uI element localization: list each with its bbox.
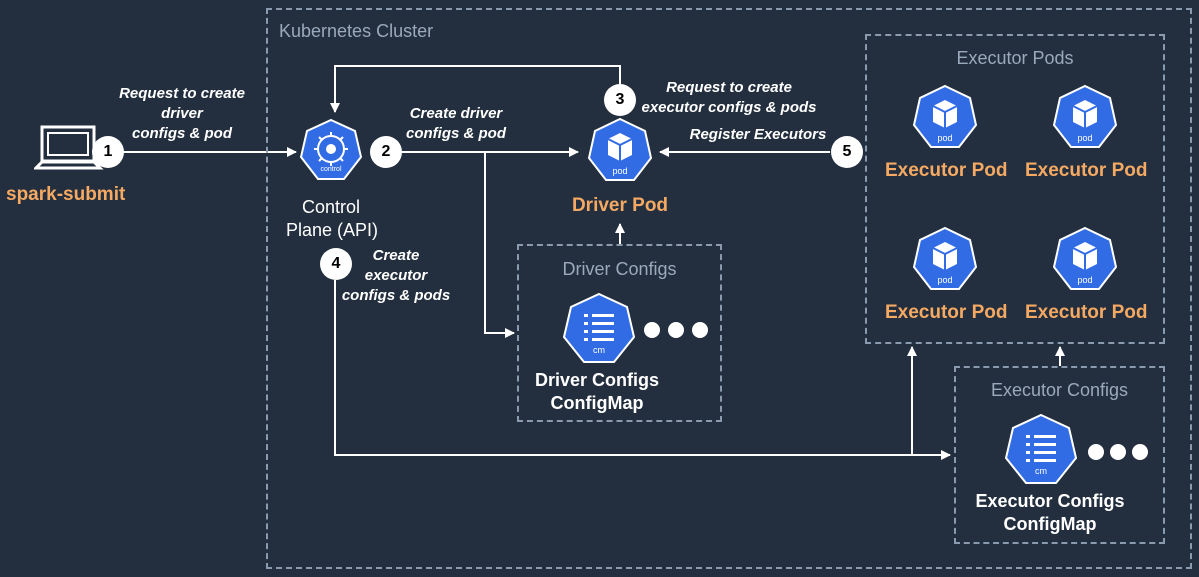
executor-pod-icon-text: pod xyxy=(1077,133,1092,143)
executor-configs-title: Executor Configs xyxy=(990,380,1129,400)
driver-pod-icon-text: pod xyxy=(612,166,627,176)
step-2-label-line2: configs & pod xyxy=(406,125,506,142)
executor-pod-label: Executor Pod xyxy=(1025,302,1148,323)
step-1-label: Request to create driver configs & pod xyxy=(112,84,252,144)
executor-pod-label: Executor Pod xyxy=(885,160,1008,181)
control-plane-label-line1: Control xyxy=(301,197,361,217)
executor-pod-icon-text: pod xyxy=(1077,275,1092,285)
driver-pod-icon: pod xyxy=(587,117,653,181)
executor-pod-label: Executor Pod xyxy=(885,302,1008,323)
step-badge-4: 4 xyxy=(320,248,352,280)
step-4-label: Create executor configs & pods xyxy=(340,246,452,306)
step-1-label-line3: configs & pod xyxy=(132,125,232,142)
executor-configs-box xyxy=(954,366,1165,544)
step-3-label-line1: Request to create xyxy=(666,79,792,96)
step-4-label-line3: configs & pods xyxy=(341,287,451,304)
executor-pods-box xyxy=(865,34,1165,344)
step-5-label-line1: Register Executors xyxy=(689,126,827,143)
step-badge-3: 3 xyxy=(604,84,636,116)
executor-pod-icon: pod xyxy=(912,84,978,148)
executor-pod-item: pod Executor Pod xyxy=(885,226,1007,326)
step-badge-1: 1 xyxy=(92,136,124,168)
executor-pod-item: pod Executor Pod xyxy=(1025,226,1147,326)
step-3-label: Request to create executor configs & pod… xyxy=(634,78,824,118)
step-badge-5: 5 xyxy=(831,136,863,168)
driver-configmap-label-line2: ConfigMap xyxy=(550,393,644,413)
driver-configmap-icon: cm xyxy=(562,292,636,363)
control-plane-icon-text-1: control xyxy=(320,166,341,173)
driver-configs-title: Driver Configs xyxy=(562,259,677,279)
executor-configs-more-icon xyxy=(1088,444,1148,460)
cluster-title: Kubernetes Cluster xyxy=(279,21,434,41)
executor-configmap-label: Executor Configs ConfigMap xyxy=(960,490,1140,536)
driver-configmap-icon-text: cm xyxy=(593,345,605,355)
executor-configmap-icon-text: cm xyxy=(1035,466,1047,476)
executor-pods-title: Executor Pods xyxy=(956,48,1074,68)
driver-configs-more-icon xyxy=(644,322,708,338)
step-2-label-line1: Create driver xyxy=(409,105,503,122)
arrow-to-executor-configs xyxy=(334,280,951,460)
step-1-label-line2: driver xyxy=(161,105,203,122)
driver-configmap-label: Driver Configs ConfigMap xyxy=(517,369,677,415)
step-3-label-line2: executor configs & pods xyxy=(641,99,817,116)
driver-configmap-label-line1: Driver Configs xyxy=(534,370,660,390)
kubernetes-cluster-boundary xyxy=(266,8,1192,569)
control-plane-label: Control Plane (API) xyxy=(286,196,379,242)
executor-configmap-label-line2: ConfigMap xyxy=(1003,514,1097,534)
executor-pod-item: pod Executor Pod xyxy=(1025,84,1147,184)
executor-configmap-icon: cm xyxy=(1004,413,1078,484)
step-badge-2: 2 xyxy=(370,136,402,168)
arrow-driver-to-control-plane xyxy=(330,65,621,113)
executor-pod-icon: pod xyxy=(1052,84,1118,148)
executor-configmap-label-line1: Executor Configs xyxy=(975,491,1125,511)
driver-pod-label: Driver Pod xyxy=(571,195,669,216)
step-1-label-line1: Request to create xyxy=(119,85,245,102)
executor-pod-label: Executor Pod xyxy=(1025,160,1148,181)
step-4-label-line2: executor xyxy=(364,267,428,284)
executor-pod-item: pod Executor Pod xyxy=(885,84,1007,184)
driver-configs-box xyxy=(517,244,722,422)
step-2-label: Create driver configs & pod xyxy=(398,104,514,144)
arrow-to-driver-configs xyxy=(484,152,515,338)
executor-pod-icon-text: pod xyxy=(937,133,952,143)
control-plane-label-line2: Plane (API) xyxy=(286,220,379,240)
executor-pod-icon-text: pod xyxy=(937,275,952,285)
spark-submit-label: spark-submit xyxy=(6,184,126,205)
step-5-label: Register Executors xyxy=(688,125,828,145)
step-4-label-line1: Create xyxy=(372,247,420,264)
control-plane-icon: control xyxy=(299,118,363,180)
executor-pod-icon: pod xyxy=(1052,226,1118,290)
executor-pod-icon: pod xyxy=(912,226,978,290)
